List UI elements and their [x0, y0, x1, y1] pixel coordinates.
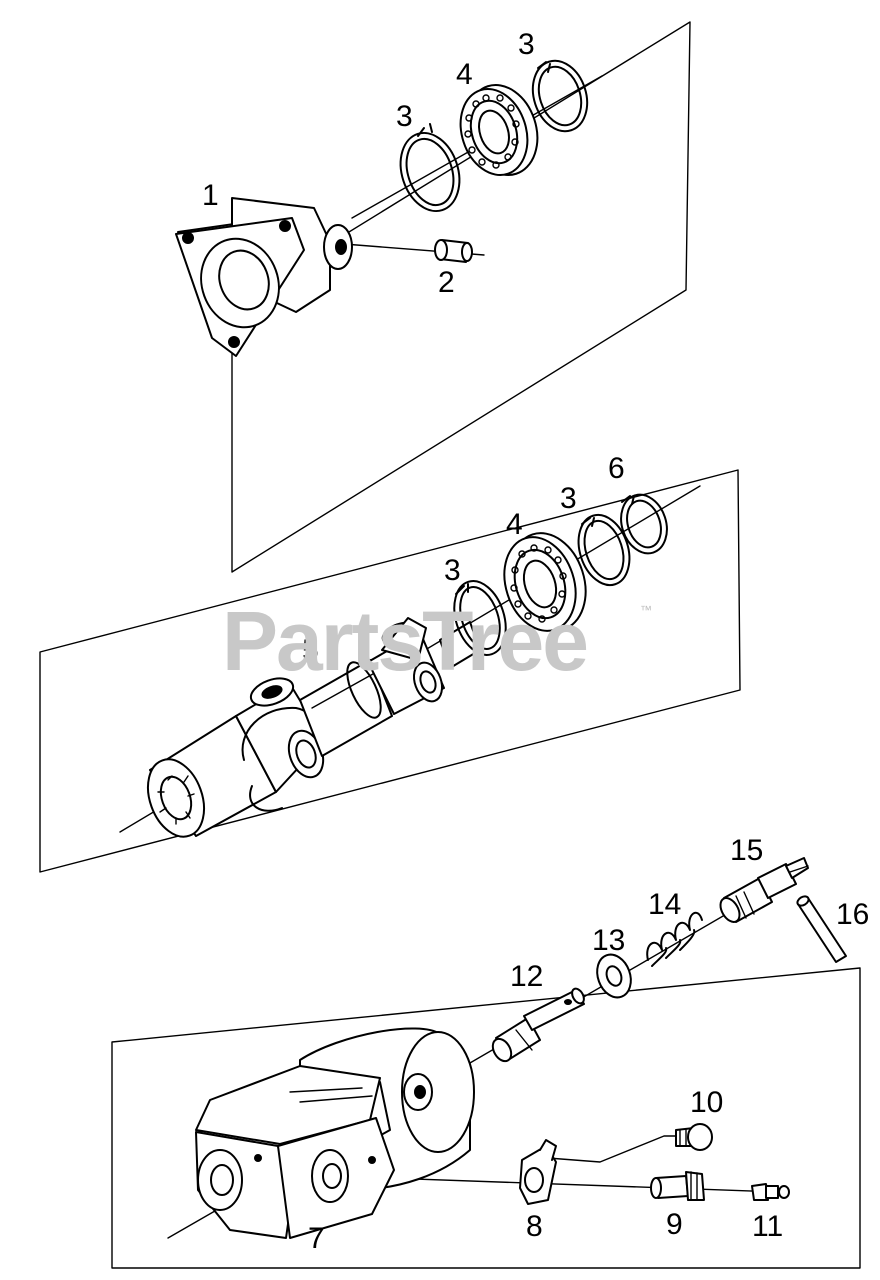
panel-drive-shaft: 5 3 4 3 6	[39, 452, 741, 873]
callout-4-a: 4	[456, 58, 473, 91]
part-15-detent-plunger[interactable]	[717, 857, 809, 925]
part-16-roll-pin[interactable]	[796, 895, 847, 963]
callout-11: 11	[752, 1210, 783, 1243]
callout-5: 5	[302, 634, 319, 667]
part-14-spring[interactable]	[646, 911, 703, 967]
part-10-plug[interactable]	[675, 1123, 713, 1151]
leader-line-10	[547, 1135, 691, 1163]
part-3-retaining-ring-d[interactable]	[570, 508, 638, 591]
panel-3-outline	[111, 967, 861, 1269]
callout-3-d: 3	[560, 482, 577, 515]
part-1-housing[interactable]	[175, 197, 353, 357]
watermark: PartsTree ™	[222, 594, 652, 688]
part-13-washer[interactable]	[591, 950, 636, 1002]
callout-13: 13	[592, 924, 625, 957]
callout-3-c: 3	[444, 554, 461, 587]
callout-3-a: 3	[396, 100, 413, 133]
panel-2-outline	[39, 469, 741, 873]
panel-gearbox: 7 8 9 10 11 12 13 14 15 16	[111, 834, 869, 1269]
part-11-grease-fitting[interactable]	[751, 1183, 790, 1201]
callout-10: 10	[690, 1086, 723, 1119]
part-5-drive-shaft[interactable]	[138, 617, 481, 844]
callout-1: 1	[202, 179, 219, 212]
callout-6: 6	[608, 452, 625, 485]
callout-15: 15	[730, 834, 763, 867]
callout-16: 16	[836, 898, 869, 931]
part-2-bushing[interactable]	[434, 239, 473, 263]
part-4-ball-bearing-b[interactable]	[493, 523, 598, 640]
part-12-shaft[interactable]	[489, 987, 586, 1065]
callout-7: 7	[308, 1222, 325, 1255]
callout-2: 2	[438, 266, 455, 299]
part-3-retaining-ring-c[interactable]	[445, 574, 514, 661]
part-3-retaining-ring-a[interactable]	[391, 123, 469, 219]
watermark-trademark: ™	[640, 603, 652, 617]
panel-housing-bearing: 1 2 3 4 3	[175, 21, 691, 573]
part-3-retaining-ring-b[interactable]	[524, 54, 596, 139]
part-4-ball-bearing-a[interactable]	[450, 76, 549, 185]
part-6-retaining-ring[interactable]	[614, 489, 674, 560]
part-7-gearbox-housing[interactable]	[195, 1027, 475, 1239]
part-8-lock-tab[interactable]	[519, 1139, 557, 1205]
panel-1-outline	[231, 21, 691, 573]
callout-12: 12	[510, 960, 543, 993]
callout-4-b: 4	[506, 508, 523, 541]
callout-8: 8	[526, 1210, 543, 1243]
watermark-text: PartsTree	[222, 594, 587, 688]
callout-14: 14	[648, 888, 681, 921]
part-9-fitting[interactable]	[650, 1171, 705, 1201]
callout-3-b: 3	[518, 28, 535, 61]
callout-9: 9	[666, 1208, 683, 1241]
